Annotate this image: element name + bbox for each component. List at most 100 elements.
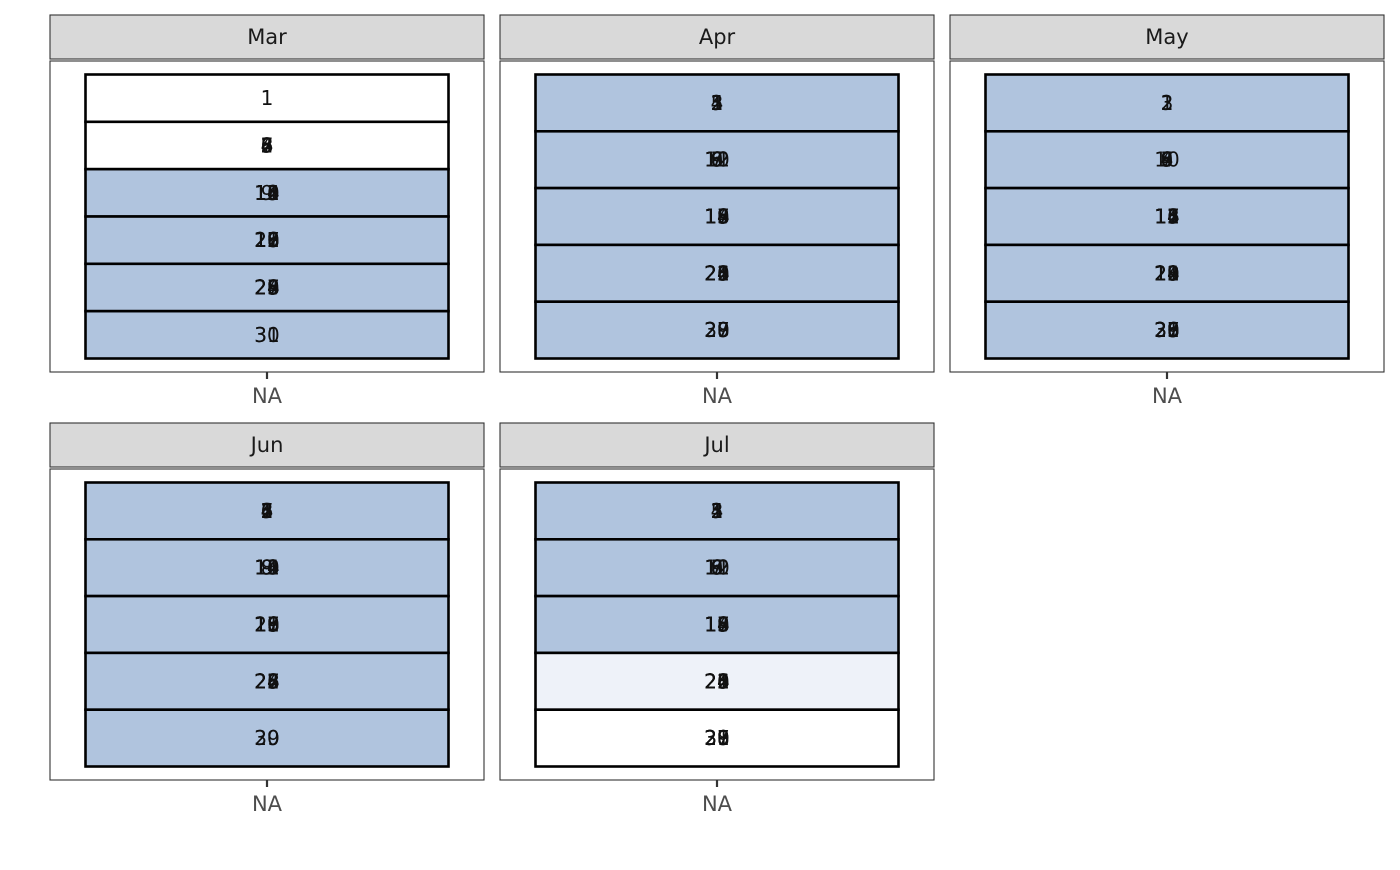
tile-label: 27 [704, 726, 729, 750]
heatmap-tile [84, 215, 450, 266]
tile-label: 27 [254, 669, 279, 693]
tile-label: 3 [261, 499, 274, 523]
tile-label: 18 [704, 205, 729, 229]
tile-label: 2 [261, 134, 274, 158]
heatmap-tile [984, 243, 1350, 303]
tile-label: 11 [254, 181, 279, 205]
tile-label: 24 [254, 669, 279, 693]
tile-label: 22 [704, 261, 729, 285]
tile-label: 1 [711, 91, 724, 115]
heatmap-tile [534, 300, 900, 360]
heatmap-tile [84, 309, 450, 360]
tile-label: 30 [1154, 318, 1179, 342]
facet-strip-label: Mar [247, 25, 287, 49]
facet-strip [499, 422, 935, 468]
tile-label: 23 [254, 276, 279, 300]
tile-label: 14 [254, 556, 279, 580]
heatmap-tile [534, 651, 900, 712]
tile-label: 24 [1154, 261, 1179, 285]
facet-strip [49, 14, 485, 60]
tile-label: 6 [1161, 148, 1174, 172]
facet-mar: Mar1234567891011121314151617181920212223… [49, 14, 485, 408]
tile-label: 5 [261, 499, 274, 523]
tile-label: 13 [254, 181, 279, 205]
tile-label: 21 [704, 261, 729, 285]
tile-label: 27 [1154, 318, 1179, 342]
tile-label: 10 [704, 148, 729, 172]
tile-label: 6 [261, 134, 274, 158]
tile-label: 3 [1161, 91, 1174, 115]
tile-label: 15 [1154, 205, 1179, 229]
tile-label: 28 [704, 318, 729, 342]
tile-label: 9 [711, 148, 724, 172]
tile-label: 26 [254, 276, 279, 300]
tile-label: 12 [254, 556, 279, 580]
tile-label: 11 [704, 148, 729, 172]
tile-label: 20 [704, 261, 729, 285]
tile-label: 13 [704, 205, 729, 229]
tile-label: 17 [704, 613, 729, 637]
tile-label: 17 [254, 613, 279, 637]
tile-label: 10 [254, 181, 279, 205]
tile-label: 10 [1154, 148, 1179, 172]
heatmap-tile [984, 130, 1350, 190]
tile-label: 7 [711, 556, 724, 580]
tile-label: 17 [254, 228, 279, 252]
tile-label: 30 [704, 726, 729, 750]
tile-label: 21 [254, 228, 279, 252]
tile-label: 19 [704, 205, 729, 229]
tile-label: 2 [1161, 91, 1174, 115]
heatmap-tile [84, 167, 450, 218]
tile-label: 21 [1154, 261, 1179, 285]
heatmap-tile [984, 73, 1350, 133]
tile-label: 11 [704, 556, 729, 580]
heatmap-tile [534, 481, 900, 541]
tile-label: 31 [704, 726, 729, 750]
tile-label: 24 [254, 276, 279, 300]
tile-label: 24 [704, 669, 729, 693]
tile-label: 8 [711, 556, 724, 580]
tile-label: 13 [254, 556, 279, 580]
tile-label: 9 [711, 556, 724, 580]
tile-label: 4 [711, 91, 724, 115]
tile-label: 7 [1161, 148, 1174, 172]
tile-label: 27 [254, 276, 279, 300]
tile-label: 19 [254, 228, 279, 252]
tile-label: 10 [704, 556, 729, 580]
tile-label: 23 [1154, 261, 1179, 285]
facet-jul: Jul1234567891011121314151617181920212223… [499, 422, 935, 816]
tile-label: 27 [704, 318, 729, 342]
tile-label: 6 [711, 148, 724, 172]
tile-label: 6 [261, 499, 274, 523]
tile-label: 3 [711, 91, 724, 115]
tile-label: 30 [254, 726, 279, 750]
tile-label: 16 [704, 613, 729, 637]
tile-label: 14 [1154, 205, 1179, 229]
x-tick-label: NA [702, 384, 733, 408]
tile-label: 4 [261, 134, 274, 158]
facet-jun: Jun1234567891011121314151617181920212223… [49, 422, 485, 816]
tile-label: 16 [1154, 205, 1179, 229]
tile-label: 29 [1154, 318, 1179, 342]
tile-label: 11 [254, 556, 279, 580]
tile-label: 4 [261, 499, 274, 523]
tile-label: 18 [254, 613, 279, 637]
tile-label: 2 [711, 91, 724, 115]
tile-label: 14 [254, 181, 279, 205]
heatmap-tile [534, 130, 900, 190]
tile-label: 25 [254, 669, 279, 693]
tile-label: 15 [704, 205, 729, 229]
tile-label: 29 [704, 726, 729, 750]
tile-label: 8 [261, 556, 274, 580]
tile-label: 26 [254, 669, 279, 693]
tile-label: 28 [254, 669, 279, 693]
tile-label: 8 [711, 148, 724, 172]
tile-label: 25 [704, 261, 729, 285]
tile-label: 14 [704, 613, 729, 637]
tile-label: 17 [1154, 205, 1179, 229]
tile-label: 21 [704, 669, 729, 693]
tile-label: 18 [1154, 261, 1179, 285]
tile-label: 12 [704, 556, 729, 580]
tile-label: 31 [1154, 318, 1179, 342]
x-tick-label: NA [252, 792, 283, 816]
